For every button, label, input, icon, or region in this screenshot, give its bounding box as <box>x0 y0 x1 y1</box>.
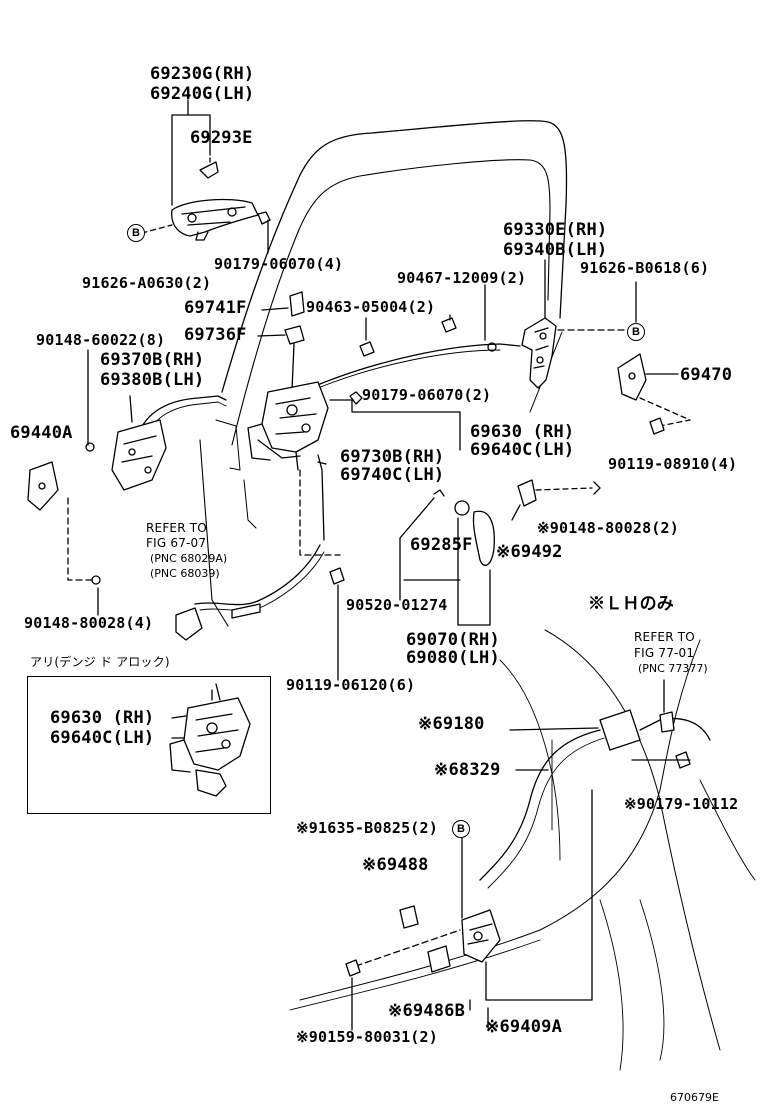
part-label-69380b: 69380B(LH) <box>100 370 205 390</box>
part-label-90520-01274: 90520-01274 <box>346 596 448 614</box>
part-label-69180: ※69180 <box>418 714 485 734</box>
part-label-69440a: 69440A <box>10 423 73 443</box>
part-label-69488: ※69488 <box>362 855 429 875</box>
inset-box <box>27 676 271 814</box>
part-label-69370b: 69370B(RH) <box>100 350 205 370</box>
part-label-90463-05004: 90463-05004(2) <box>306 298 436 316</box>
part-label-91626-b0618: 91626-B0618(6) <box>580 259 710 277</box>
part-label-90148-80028-2: ※90148-80028(2) <box>537 519 679 537</box>
inside-handle-drawing <box>111 419 167 491</box>
door-frame-outline <box>221 120 568 393</box>
part-label-69730b: 69730B(RH) <box>340 447 445 467</box>
inset-part-label-69640c: 69640C(LH) <box>50 728 155 748</box>
part-label-69740c: 69740C(LH) <box>340 465 445 485</box>
door-lock-drawing <box>247 381 329 471</box>
inset-part-label-69630: 69630 (RH) <box>50 708 155 728</box>
callout-b-lower: B <box>452 820 470 838</box>
part-label-69285f: 69285F <box>410 535 473 555</box>
inset-title: アリ(デンジ ド アロック) <box>30 655 170 669</box>
door-frame-inner <box>231 159 551 446</box>
part-label-69640c-lh: 69640C(LH) <box>470 440 575 460</box>
door-inner-panel <box>199 439 229 627</box>
figure-id: 670679E <box>670 1091 719 1104</box>
refer-note2-line3: (PNC 77377) <box>638 662 708 675</box>
part-label-69340b: 69340B(LH) <box>503 240 608 260</box>
part-label-69230g: 69230G(RH) <box>150 64 255 84</box>
part-label-69293e: 69293E <box>190 128 253 148</box>
lh-only-note: ※ＬＨのみ <box>588 594 674 614</box>
part-label-90179-06070-4: 90179-06070(4) <box>214 255 344 273</box>
part-label-69492: ※69492 <box>496 542 563 562</box>
part-label-90159-80031: ※90159-80031(2) <box>296 1028 438 1046</box>
part-label-69330e: 69330E(RH) <box>503 220 608 240</box>
part-label-69409a: ※69409A <box>485 1017 563 1037</box>
refer-note-line3: (PNC 68029A) <box>150 552 228 565</box>
part-label-90119-08910: 90119-08910(4) <box>608 455 738 473</box>
part-label-69741f: 69741F <box>184 298 247 318</box>
part-label-91635-b0825: ※91635-B0825(2) <box>296 819 438 837</box>
outside-handle-drawing <box>171 198 259 241</box>
part-label-90179-10112: ※90179-10112 <box>624 795 739 813</box>
fuel-lid-lock-drawing <box>461 909 501 963</box>
refer-note2-line1: REFER TO <box>634 630 695 644</box>
part-label-69736f: 69736F <box>184 325 247 345</box>
callout-b-right: B <box>627 323 645 341</box>
part-label-90148-60022: 90148-60022(8) <box>36 331 166 349</box>
part-label-69080: 69080(LH) <box>406 648 500 668</box>
part-label-91626-a0630: 91626-A0630(2) <box>82 274 212 292</box>
refer-note2-line2: FIG 77-01 <box>634 646 695 660</box>
refer-note-line4: (PNC 68039) <box>150 567 220 580</box>
refer-note-line1: REFER TO <box>146 521 207 535</box>
part-label-69070: 69070(RH) <box>406 630 500 650</box>
callout-b-left: B <box>127 224 145 242</box>
part-label-69630-rh: 69630 (RH) <box>470 422 575 442</box>
part-label-69470: 69470 <box>680 365 733 385</box>
part-label-90467-12009: 90467-12009(2) <box>397 269 527 287</box>
refer-note-line2: FIG 67-07 <box>146 536 207 550</box>
part-label-69486b: ※69486B <box>388 1001 466 1021</box>
part-label-90148-80028-4: 90148-80028(4) <box>24 614 154 632</box>
door-hinge-drawing <box>521 317 557 389</box>
part-label-68329: ※68329 <box>434 760 501 780</box>
inset-lock-drawing <box>169 683 251 797</box>
part-label-90119-06120: 90119-06120(6) <box>286 676 416 694</box>
part-label-69240g: 69240G(LH) <box>150 84 255 104</box>
part-label-90179-06070-2: 90179-06070(2) <box>362 386 492 404</box>
